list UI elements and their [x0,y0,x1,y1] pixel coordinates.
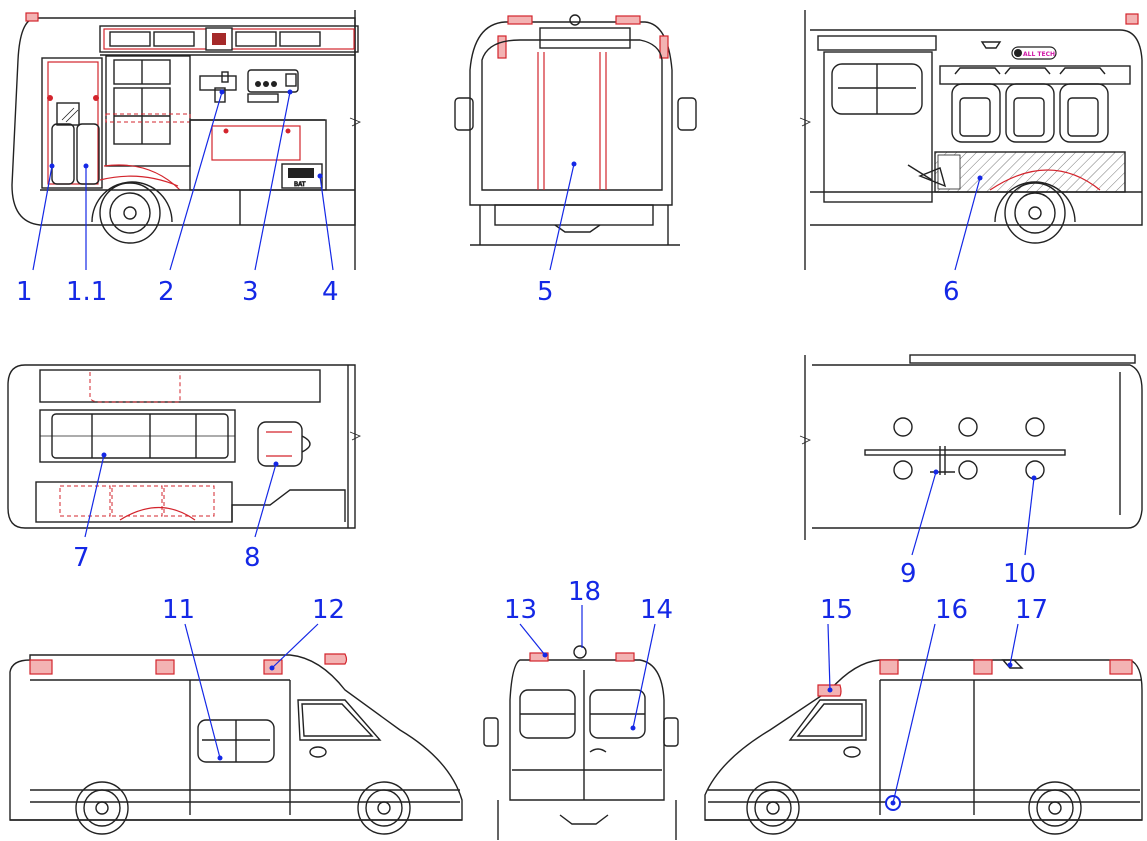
callout-16: 16 [935,595,968,625]
callout-10: 10 [1003,559,1036,589]
brand-badge-text: ALL TECH [1023,51,1055,58]
view-floor-plan-right [799,354,1143,540]
view-floor-plan-left [7,364,361,529]
callout-7: 7 [73,543,90,573]
callout-3: 3 [242,277,259,307]
view-interior-front-wall [454,14,697,246]
callout-2: 2 [158,277,175,307]
callout-17: 17 [1015,595,1048,625]
callout-5: 5 [537,277,554,307]
callout-15: 15 [820,595,853,625]
callout-11: 11 [162,595,195,625]
view-exterior-rear [483,645,679,840]
callout-12: 12 [312,595,345,625]
callout-6: 6 [943,277,960,307]
callout-4: 4 [322,277,339,307]
callout-13: 13 [504,595,537,625]
callout-numbers: 1 1.1 2 3 4 5 6 7 8 9 10 11 12 13 14 15 … [16,277,1048,625]
callout-leaders [32,89,1037,806]
view-interior-left-wall: BAT [11,10,361,270]
callout-18: 18 [568,577,601,607]
callout-9: 9 [900,559,917,589]
callout-14: 14 [640,595,673,625]
view-exterior-right [704,659,1143,835]
view-interior-right-wall: ALL TECH [799,10,1143,270]
view-exterior-left [9,653,463,835]
callout-1: 1 [16,277,33,307]
battery-label: BAT [294,181,306,188]
callout-8: 8 [244,543,261,573]
callout-1-1: 1.1 [66,277,107,307]
